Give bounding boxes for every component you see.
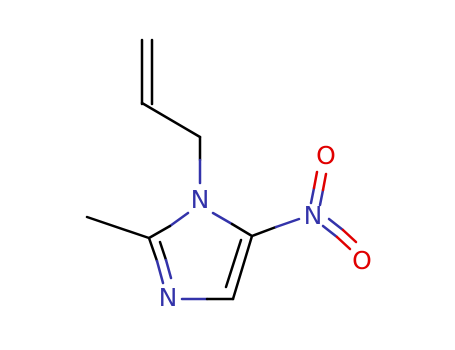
bond-c2-n3-inner-nitrogen [164,258,173,280]
bond-nnitro-obottom-a-nitrogen [321,224,339,239]
bond-nnitro-otop-b-oxygen [321,172,328,192]
bond-nnitro-obottom-b-nitrogen [327,217,345,232]
bond-nnitro-obottom-b-oxygen [341,228,358,244]
bond-c2-n3-outer-carbon [147,236,159,263]
bond-n1-c2-carbon [147,224,172,240]
atom-o-bottom-label: O [352,246,372,275]
bond-c2-n3-outer-nitrogen [155,259,165,285]
bond-c4-c5-inner [224,238,243,289]
bond-nnitro-otop-a-oxygen [312,170,319,190]
nitro-group [250,170,358,251]
atom-nitro-n-label: N [304,201,323,230]
bond-c4-c5-outer [231,234,254,301]
bond-c5-nnitro-nitrogen [274,217,301,229]
allyl-group [140,38,202,185]
imidazole-ring [147,211,254,301]
atom-n3-label: N [159,283,178,312]
bond-n1-c5-carbon [230,222,254,238]
bond-nnitro-obottom-a-oxygen [335,235,352,251]
atom-o-top-label: O [316,141,336,170]
bond-n1-c2-nitrogen [168,211,190,228]
bond-c2-n3-inner-carbon [158,240,168,262]
atom-n1-label: N [191,185,210,214]
bond-allyl-ch-ch2 [140,101,202,139]
bond-nnitro-otop-a-nitrogen [309,186,316,205]
bond-nnitro-otop-b-nitrogen [318,188,325,207]
bond-n1-c5-nitrogen [211,211,234,226]
bond-methyl [85,215,151,240]
bond-c5-nnitro-carbon [250,225,278,238]
